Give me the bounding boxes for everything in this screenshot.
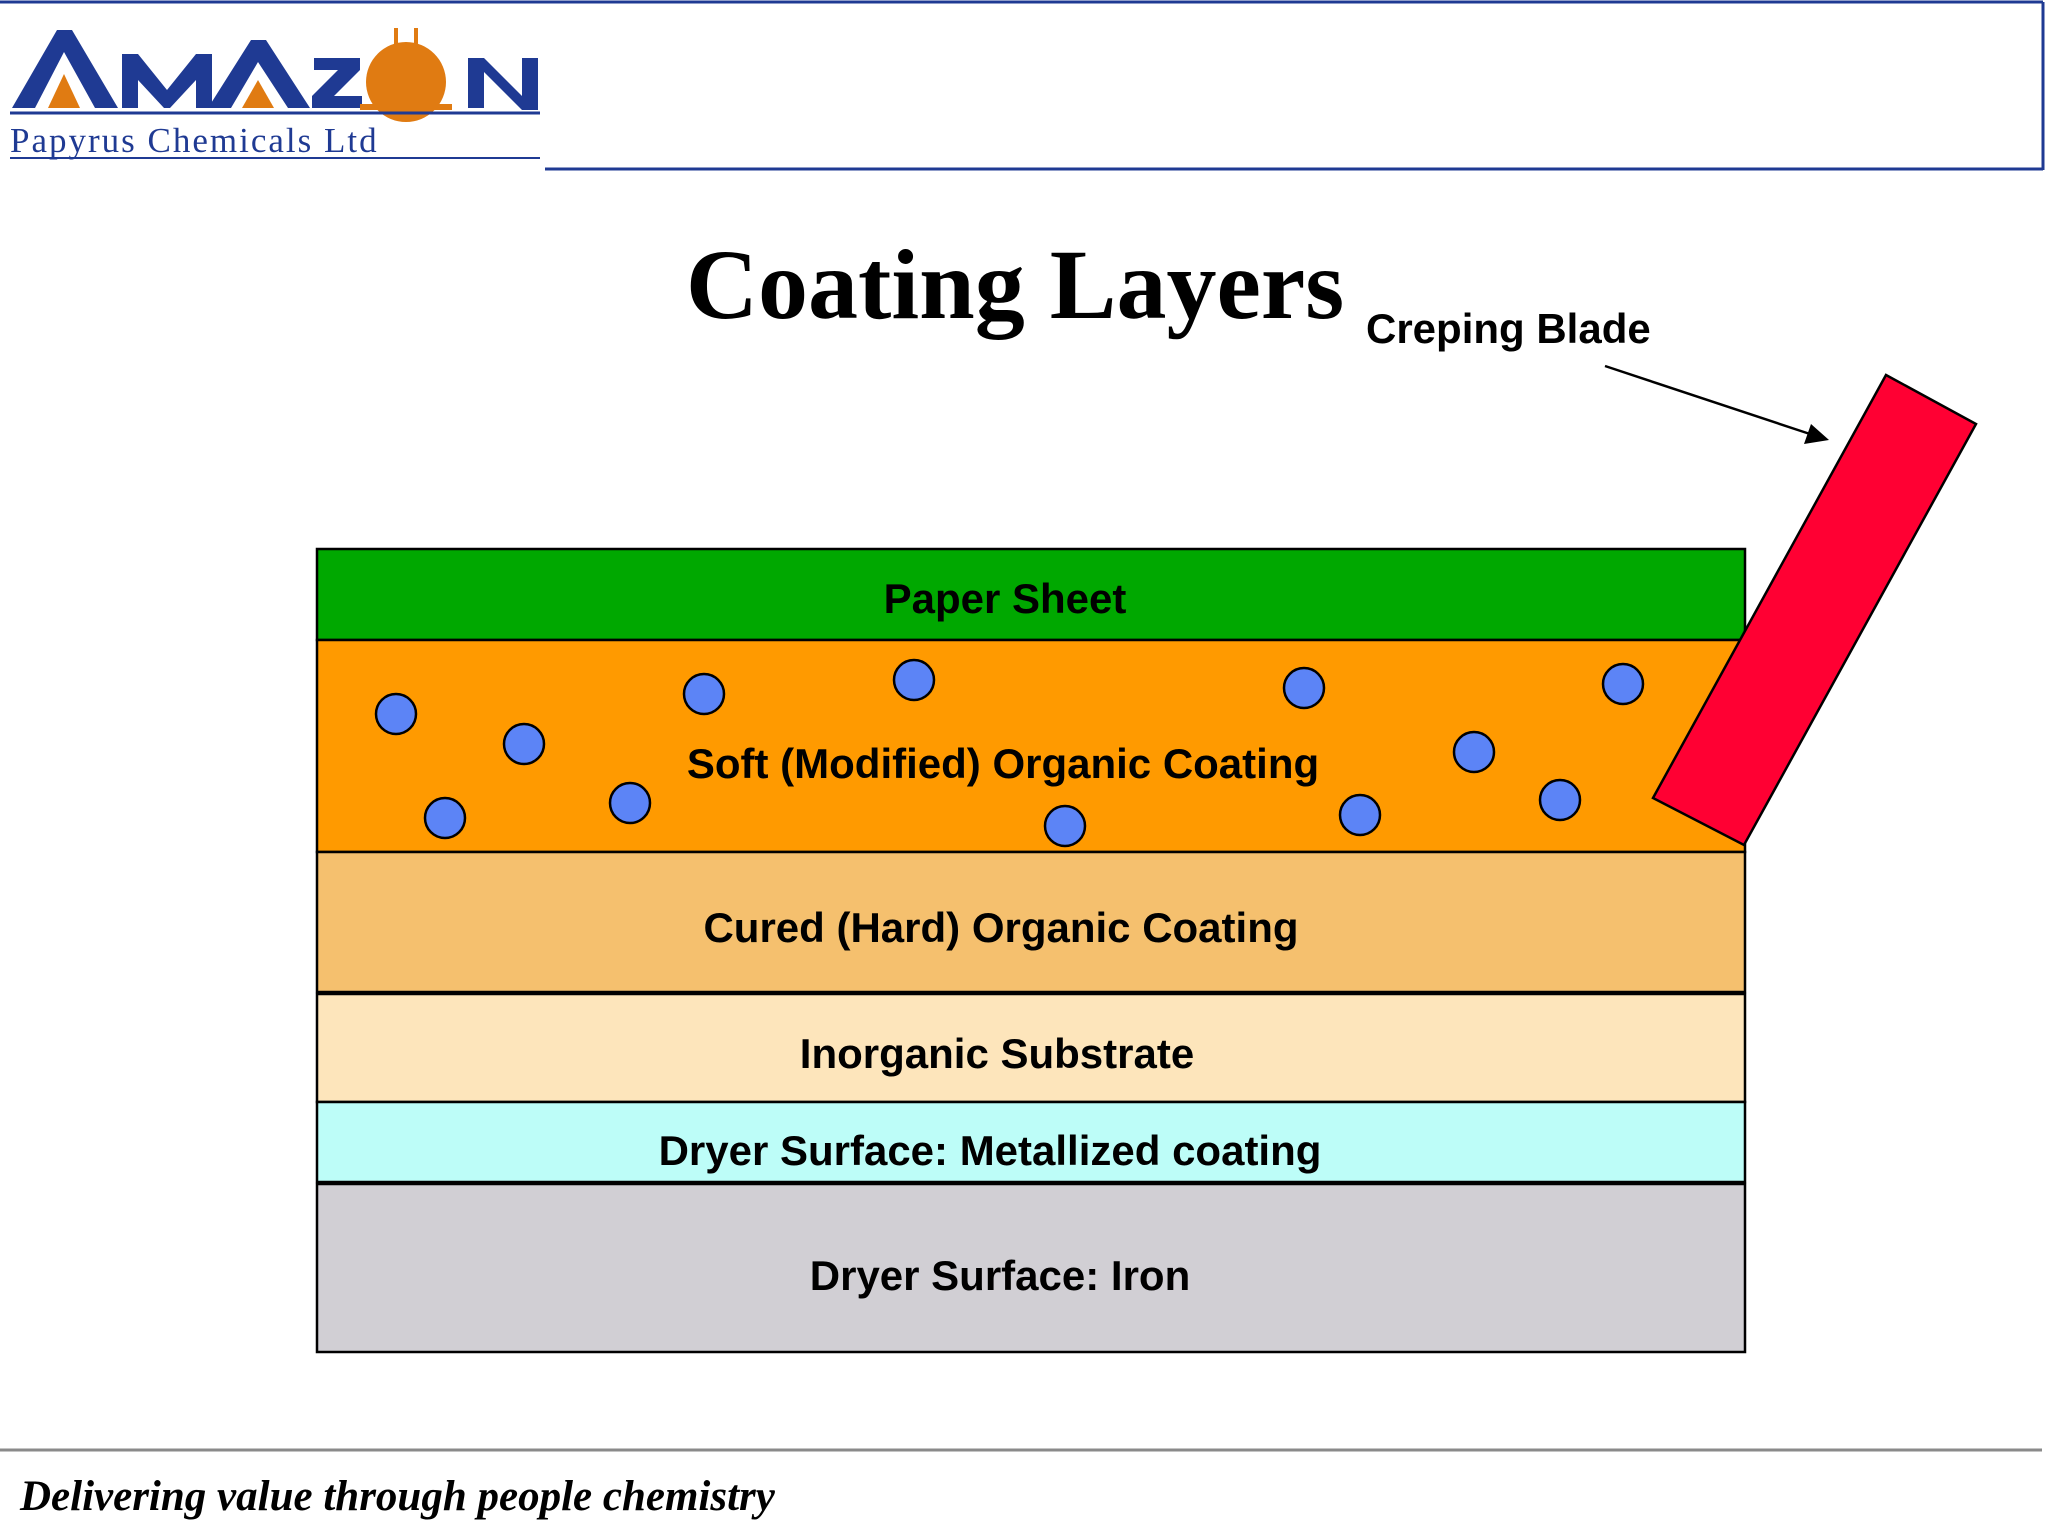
slide-title: Coating Layers: [686, 229, 1344, 340]
layer-label: Dryer Surface: Iron: [810, 1252, 1190, 1299]
coating-particle: [423, 796, 467, 840]
logo-letter-a-1: [12, 30, 118, 108]
layer-stack: Paper Sheet Soft (Modified) Organic Coat…: [315, 547, 1747, 1354]
coating-particle: [502, 722, 546, 766]
coating-particle: [1043, 804, 1087, 848]
creping-blade: Creping Blade: [1366, 305, 1978, 847]
footer: Delivering value through people chemistr…: [0, 1448, 2042, 1520]
layer-cured-organic-coating: Cured (Hard) Organic Coating: [315, 850, 1747, 994]
logo-subtitle: Papyrus Chemicals Ltd: [10, 121, 379, 160]
coating-particle: [1452, 730, 1496, 774]
layer-label: Dryer Surface: Metallized coating: [659, 1127, 1322, 1174]
layer-paper-sheet: Paper Sheet: [315, 547, 1747, 642]
layer-label: Paper Sheet: [884, 575, 1127, 622]
coating-particle: [1338, 793, 1382, 837]
layer-soft-organic-coating: Soft (Modified) Organic Coating: [315, 638, 1747, 854]
logo-letter-m: [122, 54, 212, 108]
coating-particle: [892, 658, 936, 702]
coating-particle: [608, 781, 652, 825]
layer-inorganic-substrate: Inorganic Substrate: [315, 992, 1747, 1104]
coating-particle: [1601, 662, 1645, 706]
coating-particle: [1282, 666, 1326, 710]
amazon-logo: Papyrus Chemicals Ltd: [10, 28, 540, 160]
logo-letter-n: [468, 58, 538, 110]
creping-blade-arrow-line: [1604, 364, 1811, 436]
layer-metallized-coating: Dryer Surface: Metallized coating: [315, 1100, 1747, 1184]
header: [0, 0, 2045, 171]
arrow-head-icon: [1804, 424, 1829, 444]
coating-particle: [682, 672, 726, 716]
flask-icon: [360, 28, 452, 122]
logo-a-2-orange-triangle: [242, 80, 274, 108]
footer-tagline: Delivering value through people chemistr…: [19, 1473, 776, 1520]
layer-label: Cured (Hard) Organic Coating: [703, 904, 1298, 951]
layer-label: Soft (Modified) Organic Coating: [687, 740, 1319, 787]
coating-particle: [1538, 778, 1582, 822]
coating-particles: [374, 658, 1645, 848]
logo-letter-z: [312, 58, 362, 108]
logo-a-1-orange-triangle: [48, 74, 80, 108]
layer-dryer-iron: Dryer Surface: Iron: [315, 1182, 1747, 1354]
layer-label: Inorganic Substrate: [800, 1030, 1194, 1077]
creping-blade-label: Creping Blade: [1366, 305, 1651, 352]
logo-letter-a-2: [208, 40, 310, 108]
creping-blade-shape: [1651, 373, 1978, 847]
coating-particle: [374, 692, 418, 736]
